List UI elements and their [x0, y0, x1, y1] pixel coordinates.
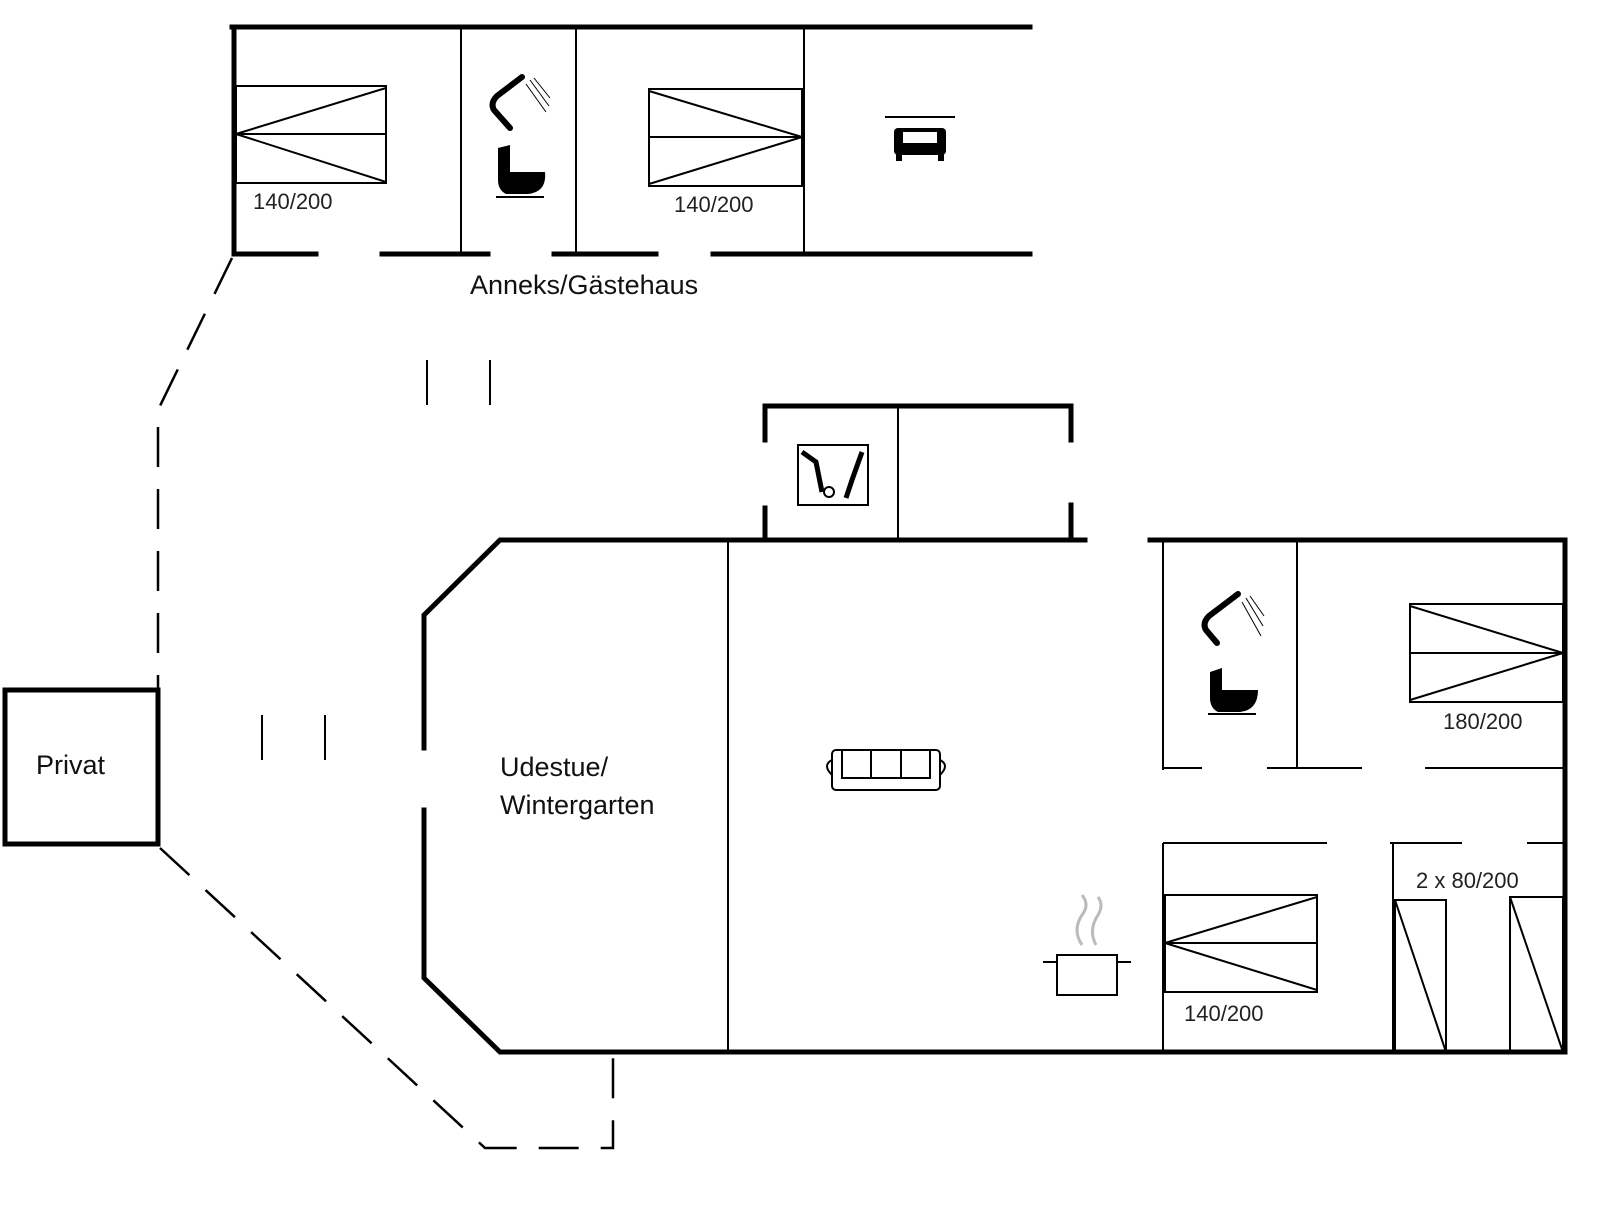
privat-label: Privat: [36, 750, 106, 780]
car-icon: [885, 116, 955, 161]
sofa-icon: [826, 749, 946, 791]
single-bed-icon: [1509, 896, 1564, 1053]
bed-size-label: 140/200: [253, 189, 333, 214]
annex-building: 140/200 140/200 Anneks/Gästehaus: [229, 24, 1033, 300]
conservatory-label-line1: Udestue/: [500, 752, 609, 782]
annex-label: Anneks/Gästehaus: [470, 270, 698, 300]
shower-icon: [1201, 591, 1265, 646]
privat-area: Privat: [2, 687, 161, 847]
shower-icon: [489, 74, 551, 131]
bed-size-label: 140/200: [674, 192, 754, 217]
cooking-pot-icon: [1043, 894, 1131, 996]
toilet-icon: [496, 145, 546, 198]
bed-icon: [648, 88, 803, 187]
main-house: Udestue/ Wintergarten 180/: [421, 403, 1568, 1055]
toilet-icon: [1208, 668, 1258, 715]
bed-size-label: 140/200: [1184, 1001, 1264, 1026]
washing-machine-icon: [797, 444, 869, 506]
bed-size-label: 2 x 80/200: [1416, 868, 1519, 893]
bed-size-label: 180/200: [1443, 709, 1523, 734]
bed-icon: [1164, 894, 1318, 993]
terrace-outline: [156, 257, 615, 1150]
bed-icon: [235, 85, 387, 184]
single-bed-icon: [1394, 899, 1447, 1053]
bed-icon: [1409, 603, 1564, 703]
conservatory-label-line2: Wintergarten: [500, 790, 655, 820]
